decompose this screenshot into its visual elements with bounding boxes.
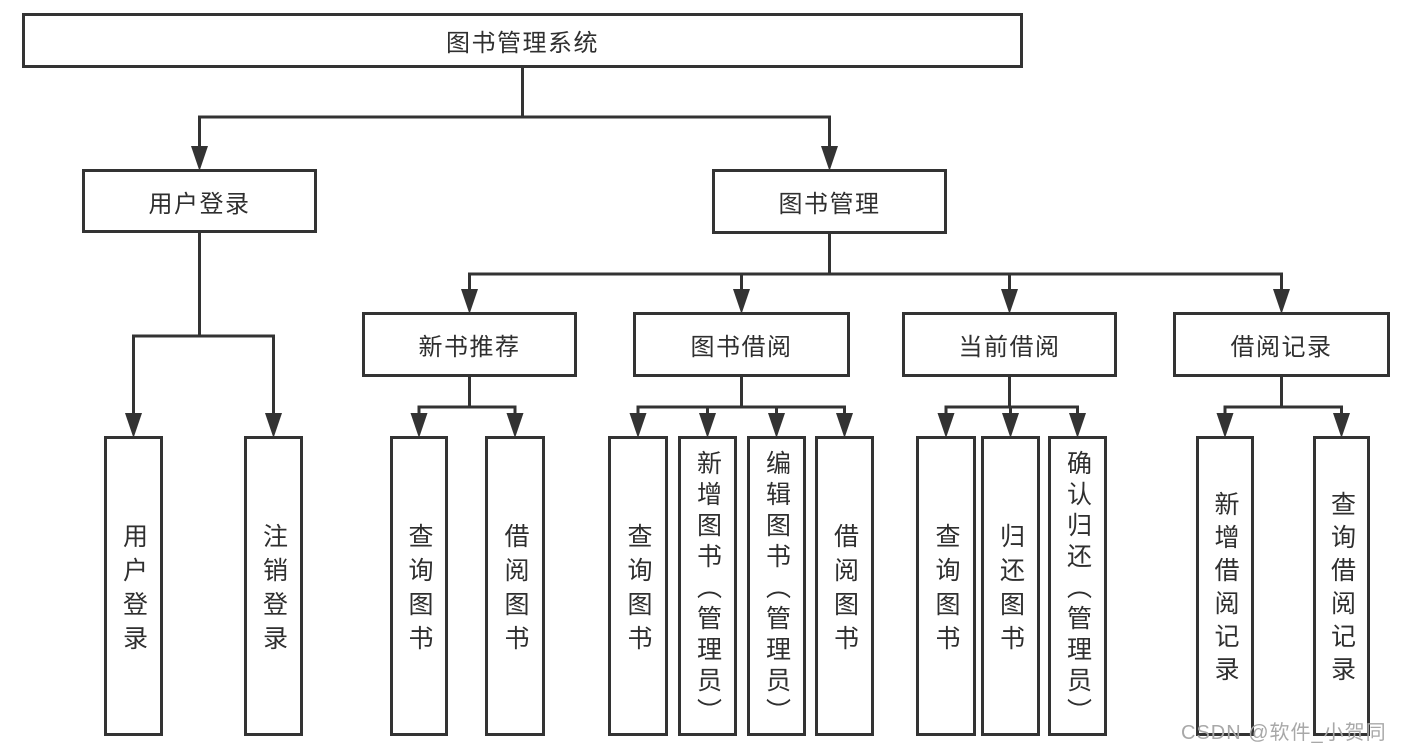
node-label: 新增图书（管理员）	[693, 449, 722, 729]
arrow-head-icon	[1333, 413, 1350, 438]
node-label: 当前借阅	[958, 334, 1061, 361]
arrow-head-icon	[733, 289, 750, 314]
arrow-head-icon	[1001, 289, 1018, 314]
node-leaf-query-book-borrow: 查询图书	[608, 436, 668, 736]
arrow-head-icon	[1069, 413, 1086, 438]
node-leaf-query-book-new: 查询图书	[390, 436, 448, 736]
node-label: 借阅图书	[830, 522, 859, 659]
node-current-borrow: 当前借阅	[902, 312, 1117, 377]
arrow-head-icon	[506, 413, 524, 438]
node-leaf-borrow-book-new: 借阅图书	[485, 436, 545, 736]
node-label: 查询图书	[624, 522, 652, 659]
node-leaf-query-book-cur: 查询图书	[916, 436, 976, 736]
node-label: 借阅图书	[501, 522, 529, 659]
node-leaf-borrow-book: 借阅图书	[815, 436, 874, 736]
arrow-head-icon	[629, 413, 647, 438]
node-book-mgmt: 图书管理	[712, 169, 947, 234]
node-leaf-edit-book: 编辑图书（管理员）	[747, 436, 806, 736]
node-book-borrow: 图书借阅	[633, 312, 850, 377]
arrow-head-icon	[461, 289, 478, 314]
arrow-head-icon	[768, 413, 785, 438]
node-label: 查询图书	[932, 522, 960, 659]
node-label: 新增借阅记录	[1211, 491, 1239, 689]
node-label: 用户登录	[148, 190, 251, 218]
arrow-head-icon	[1273, 289, 1290, 314]
arrow-head-icon	[125, 413, 142, 438]
arrow-head-icon	[937, 413, 955, 438]
node-leaf-confirm-return: 确认归还（管理员）	[1048, 436, 1107, 736]
node-label: 图书借阅	[690, 334, 793, 361]
node-leaf-return-book: 归还图书	[981, 436, 1040, 736]
arrow-head-icon	[1216, 413, 1234, 438]
node-label: 编辑图书（管理员）	[762, 449, 791, 729]
node-label: 注销登录	[259, 522, 288, 659]
node-label: 图书管理	[778, 191, 881, 218]
node-label: 确认归还（管理员）	[1063, 449, 1092, 729]
arrow-head-icon	[699, 413, 716, 438]
node-label: 查询图书	[405, 522, 433, 659]
node-label: 用户登录	[119, 522, 148, 659]
node-leaf-user-login: 用户登录	[104, 436, 163, 736]
node-label: 新书推荐	[418, 334, 521, 361]
arrow-head-icon	[265, 413, 282, 438]
node-label: 图书管理系统	[446, 30, 599, 57]
node-label: 借阅记录	[1230, 334, 1333, 361]
node-new-book-rec: 新书推荐	[362, 312, 577, 377]
node-borrow-records: 借阅记录	[1173, 312, 1390, 377]
node-root: 图书管理系统	[22, 13, 1023, 68]
arrow-head-icon	[836, 413, 853, 438]
arrow-head-icon	[1002, 413, 1019, 438]
node-leaf-logout: 注销登录	[244, 436, 303, 736]
node-leaf-query-record: 查询借阅记录	[1313, 436, 1370, 736]
arrow-head-icon	[191, 146, 208, 171]
node-label: 查询借阅记录	[1327, 491, 1356, 689]
node-label: 归还图书	[996, 522, 1025, 659]
watermark: CSDN @软件_小贺同学	[1181, 722, 1387, 744]
node-leaf-add-book: 新增图书（管理员）	[678, 436, 737, 736]
arrow-head-icon	[821, 146, 838, 171]
arrow-head-icon	[410, 413, 428, 438]
node-leaf-add-record: 新增借阅记录	[1196, 436, 1254, 736]
node-user-login: 用户登录	[82, 169, 317, 233]
